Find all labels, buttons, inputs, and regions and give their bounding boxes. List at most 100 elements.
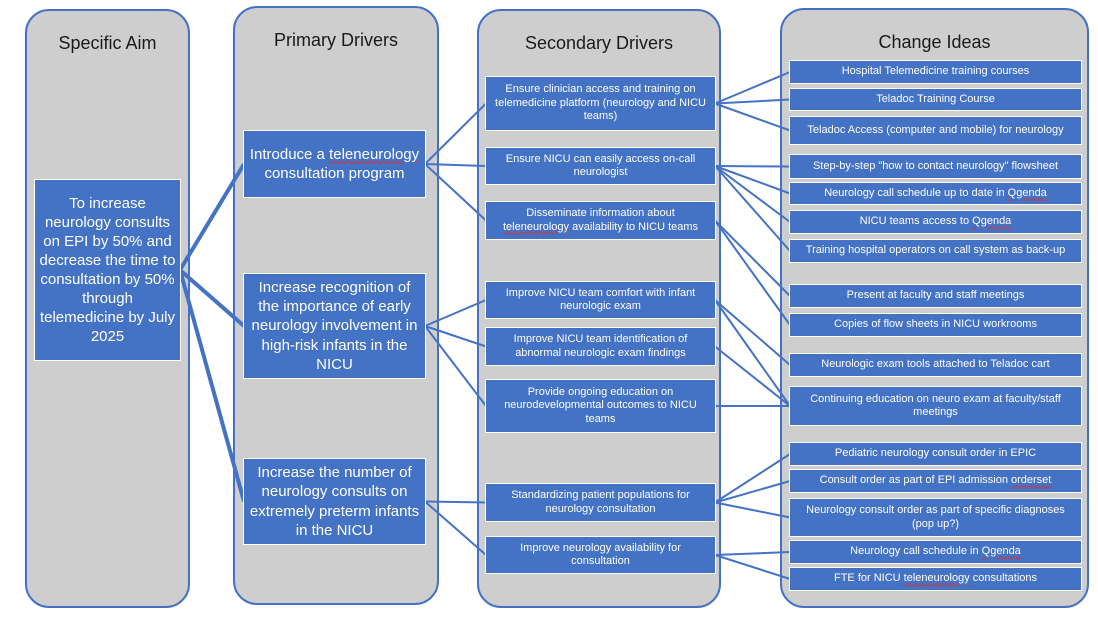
secondary-to-change-connector bbox=[714, 165, 791, 223]
change-text-part: Continuing education on neuro exam at fa… bbox=[810, 392, 1061, 418]
secondary-text: Standardizing patient populations for ne… bbox=[492, 489, 709, 516]
change-text-part: Copies of flow sheets in NICU workrooms bbox=[834, 318, 1037, 331]
change-text-part: Neurology consult order as part of speci… bbox=[806, 504, 1065, 530]
change-text-part: FTE for NICU bbox=[833, 572, 901, 585]
secondary-to-change-connector bbox=[714, 219, 791, 297]
change-text-part: consultations bbox=[972, 572, 1038, 585]
primary-text-part: Increase the number of neurology consult… bbox=[249, 464, 420, 539]
spellcheck-flagged-word: orderset bbox=[1011, 474, 1052, 487]
secondary-text-part: Improve NICU team comfort with infant ne… bbox=[505, 286, 696, 312]
change-idea-box: Continuing education on neuro exam at fa… bbox=[789, 386, 1082, 426]
secondary-to-change-connector bbox=[714, 219, 791, 326]
change-idea-box: FTE for NICU teleneurology consultations bbox=[789, 567, 1082, 591]
change-text: Neurologic exam tools attached to Telado… bbox=[821, 358, 1049, 371]
secondary-to-change-connector bbox=[714, 554, 791, 580]
change-text: Copies of flow sheets in NICU workrooms bbox=[834, 318, 1037, 331]
secondary-driver-box: Improve NICU team identification of abno… bbox=[485, 327, 716, 366]
secondary-to-change-connector bbox=[714, 501, 791, 519]
secondary-to-change-connector bbox=[714, 71, 791, 105]
secondary-drivers-heading: Secondary Drivers bbox=[524, 33, 674, 53]
secondary-to-change-connector bbox=[714, 165, 791, 252]
change-text-part: Neurology call schedule in bbox=[850, 545, 979, 558]
change-text-part: NICU teams access to bbox=[859, 215, 970, 228]
change-idea-box: Neurology consult order as part of speci… bbox=[789, 498, 1082, 537]
change-text-part: Step-by-step "how to contact neurology" … bbox=[812, 159, 1059, 172]
secondary-driver-box: Provide ongoing education on neurodevelo… bbox=[485, 379, 716, 433]
secondary-text: Provide ongoing education on neurodevelo… bbox=[492, 386, 709, 426]
change-text-part: Training hospital operators on call syst… bbox=[805, 244, 1066, 257]
secondary-text-part: Provide ongoing education on neurodevelo… bbox=[504, 385, 697, 425]
secondary-driver-box: Ensure NICU can easily access on-call ne… bbox=[485, 147, 716, 185]
change-text: Neurology call schedule up to date in Qg… bbox=[824, 187, 1047, 200]
primary-driver-box: Introduce a teleneurology consultation p… bbox=[243, 130, 426, 198]
secondary-text: Ensure clinician access and training on … bbox=[492, 83, 709, 123]
secondary-text-part: Disseminate information about bbox=[526, 207, 675, 220]
secondary-to-change-connector bbox=[714, 102, 791, 132]
change-text-part: Neurology call schedule up to date in bbox=[824, 186, 1005, 199]
change-idea-box: Teladoc Access (computer and mobile) for… bbox=[789, 116, 1082, 145]
primary-driver-box: Increase the number of neurology consult… bbox=[243, 458, 426, 545]
secondary-text-part: Ensure clinician access and training on … bbox=[495, 83, 706, 123]
primary-text-part: Increase recognition of the importance o… bbox=[251, 279, 418, 373]
change-text: Consult order as part of EPI admission o… bbox=[820, 474, 1052, 487]
change-text: Continuing education on neuro exam at fa… bbox=[796, 393, 1075, 420]
secondary-text-part: Standardizing patient populations for ne… bbox=[511, 489, 690, 515]
primary-driver-box: Increase recognition of the importance o… bbox=[243, 273, 426, 379]
change-text: Present at faculty and staff meetings bbox=[847, 289, 1025, 302]
secondary-to-change-connector bbox=[714, 480, 791, 504]
secondary-text: Disseminate information about teleneurol… bbox=[492, 207, 709, 234]
change-text-part: Consult order as part of EPI admission bbox=[819, 474, 1008, 487]
secondary-to-change-connector bbox=[714, 165, 791, 168]
change-idea-box: Present at faculty and staff meetings bbox=[789, 284, 1082, 308]
change-text-part: Neurologic exam tools attached to Telado… bbox=[821, 358, 1050, 371]
secondary-text: Improve NICU team comfort with infant ne… bbox=[492, 287, 709, 314]
change-idea-box: Pediatric neurology consult order in EPI… bbox=[789, 442, 1082, 466]
secondary-driver-box: Standardizing patient populations for ne… bbox=[485, 483, 716, 522]
secondary-text: Improve NICU team identification of abno… bbox=[492, 333, 709, 360]
change-text-part: Pediatric neurology consult order in EPI… bbox=[834, 447, 1037, 460]
change-text-part: Teladoc Training Course bbox=[876, 92, 995, 105]
primary-text: Increase recognition of the importance o… bbox=[248, 278, 421, 373]
change-text-part: Hospital Telemedicine training courses bbox=[841, 65, 1030, 78]
primary-text-part: consultation program bbox=[264, 165, 405, 182]
change-idea-box: Training hospital operators on call syst… bbox=[789, 239, 1082, 263]
spellcheck-flagged-word: teleneurology bbox=[329, 145, 420, 163]
change-idea-box: Hospital Telemedicine training courses bbox=[789, 60, 1082, 84]
change-text: Pediatric neurology consult order in EPI… bbox=[835, 447, 1036, 460]
change-text-part: Teladoc Access (computer and mobile) for… bbox=[807, 123, 1064, 136]
secondary-text-part: Improve neurology availability for consu… bbox=[520, 541, 681, 567]
change-text: Teladoc Access (computer and mobile) for… bbox=[807, 124, 1063, 137]
secondary-text-part: Improve NICU team identification of abno… bbox=[513, 333, 688, 359]
secondary-to-change-connector bbox=[714, 299, 791, 366]
specific-aim-heading: Specific Aim bbox=[58, 33, 157, 53]
secondary-to-change-connector bbox=[714, 453, 791, 504]
change-text: Teladoc Training Course bbox=[876, 93, 995, 106]
aim-text: To increase neurology consults on EPI by… bbox=[39, 194, 176, 346]
aim-box: To increase neurology consults on EPI by… bbox=[34, 179, 181, 361]
change-idea-box: Copies of flow sheets in NICU workrooms bbox=[789, 313, 1082, 337]
secondary-text-part: Ensure NICU can easily access on-call ne… bbox=[505, 152, 696, 178]
change-text: Hospital Telemedicine training courses bbox=[842, 65, 1030, 78]
secondary-to-change-connector bbox=[714, 165, 791, 195]
secondary-to-change-connector bbox=[714, 98, 791, 105]
change-idea-box: Neurology call schedule in Qgenda bbox=[789, 540, 1082, 564]
secondary-driver-box: Ensure clinician access and training on … bbox=[485, 76, 716, 131]
spellcheck-flagged-word: Qgenda bbox=[1007, 186, 1047, 199]
secondary-to-change-connector bbox=[714, 345, 791, 407]
change-text: Step-by-step "how to contact neurology" … bbox=[813, 160, 1058, 173]
secondary-text-part: availability to NICU teams bbox=[572, 220, 699, 233]
change-ideas-heading: Change Ideas bbox=[878, 32, 991, 52]
change-idea-box: Neurologic exam tools attached to Telado… bbox=[789, 353, 1082, 377]
change-text: Training hospital operators on call syst… bbox=[806, 244, 1065, 257]
change-idea-box: Teladoc Training Course bbox=[789, 88, 1082, 111]
change-text-part: Present at faculty and staff meetings bbox=[846, 289, 1025, 302]
change-text: FTE for NICU teleneurology consultations bbox=[834, 572, 1037, 585]
spellcheck-flagged-word: teleneurology bbox=[502, 220, 570, 233]
change-text: Neurology consult order as part of speci… bbox=[796, 504, 1075, 531]
primary-text: Introduce a teleneurology consultation p… bbox=[248, 145, 421, 183]
change-idea-box: Step-by-step "how to contact neurology" … bbox=[789, 154, 1082, 179]
change-idea-box: Consult order as part of EPI admission o… bbox=[789, 469, 1082, 493]
change-text: NICU teams access to Qgenda bbox=[860, 215, 1012, 228]
spellcheck-flagged-word: Qgenda bbox=[972, 215, 1012, 228]
